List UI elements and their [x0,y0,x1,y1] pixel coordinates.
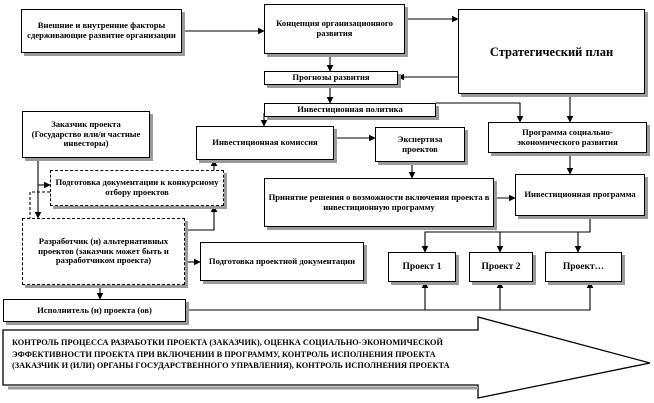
box-socio-program: Программа социально-экономического разви… [488,122,647,153]
link-executor-projects [186,281,594,311]
box-executor: Исполнитель (и) проекта (ов) [3,299,186,322]
box-forecasts: Прогнозы развития [264,71,398,85]
control-arrow-line-2: ЭФФЕКТИВНОСТИ ПРОЕКТА ПРИ ВКЛЮЧЕНИИ В ПР… [12,349,436,359]
box-developer: Разработчик (и) альтернативных проектов … [22,218,185,285]
link-developer-tender [185,205,218,231]
box-expertise: Экспертиза проектов [375,127,465,162]
box-concept: Концепция организационного развития [264,4,405,54]
control-arrow-text: КОНТРОЛЬ ПРОЦЕССА РАЗРАБОТКИ ПРОЕКТА (ЗА… [12,337,564,372]
box-project-docs: Подготовка проектной документации [200,242,364,281]
box-project-1: Проект 1 [388,252,456,282]
control-arrow-line-3: (ЗАКАЗЧИК И (ИЛИ) ОРГАНЫ ГОСУДАРСТВЕННОГ… [12,361,450,371]
box-customer: Заказчик проекта (Государство или/и част… [22,111,150,158]
box-investment-program: Инвестиционная программа [515,174,645,216]
control-arrow-line-1: КОНТРОЛЬ ПРОЦЕССА РАЗРАБОТКИ ПРОЕКТА (ЗА… [12,338,443,347]
box-decision: Принятие решения о возможности включения… [264,178,494,227]
box-tender-docs: Подготовка документации к конкурсному от… [50,170,224,206]
box-investment-commission: Инвестиционная комиссия [196,126,334,160]
box-project-2: Проект 2 [469,252,533,282]
box-strategic-plan: Стратегический план [458,9,645,94]
box-factors: Внешние и внутренние факторы сдерживающи… [21,9,182,53]
link-policy-socio [436,102,524,123]
box-project-n: Проект… [545,252,622,282]
box-investment-policy: Инвестиционная политика [264,103,436,117]
